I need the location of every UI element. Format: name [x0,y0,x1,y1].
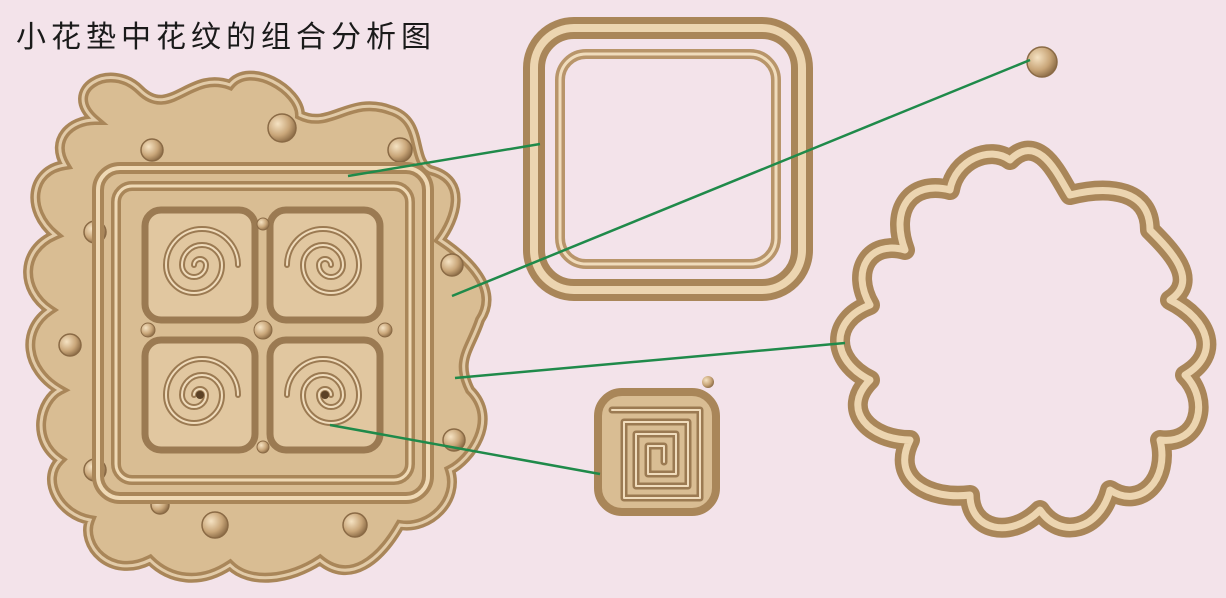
connector-wavy-ring [455,343,845,378]
component-square-spiral [598,376,716,512]
wavy-ring-path [840,151,1206,528]
component-small-dot [1027,47,1057,77]
composite-mat [28,76,486,578]
component-wavy-ring [840,151,1206,528]
component-square-frame [534,28,802,290]
